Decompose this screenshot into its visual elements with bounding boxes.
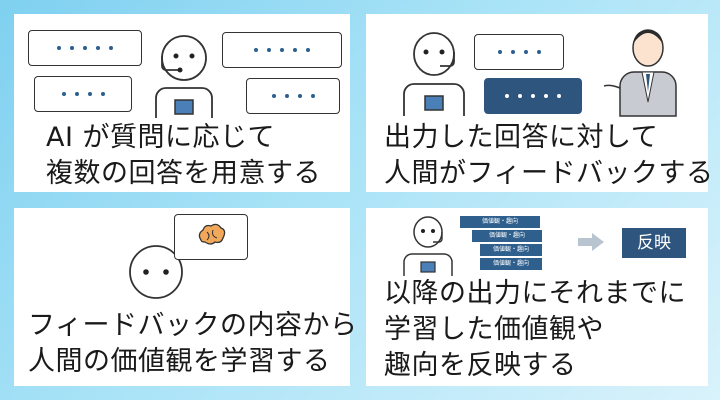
caption: フィードバックの内容から 人間の価値観を学習する — [28, 310, 358, 377]
speech-bubble — [34, 76, 132, 112]
thought-bubble — [174, 214, 248, 260]
caption: AI が質問に応じて 複数の回答を用意する — [46, 122, 321, 189]
robot-icon — [403, 216, 453, 276]
value-ribbon: 価値観・趣向 — [472, 230, 542, 242]
robot-head-icon — [129, 245, 183, 299]
reflect-badge: 反映 — [622, 228, 686, 258]
panel-human-feedback: 出力した回答に対して 人間がフィードバックする — [366, 14, 713, 192]
speech-bubble — [246, 78, 340, 114]
value-ribbon: 価値観・趣向 — [460, 216, 540, 228]
brain-icon — [198, 223, 226, 245]
selected-answer-bubble — [484, 78, 582, 114]
robot-icon — [155, 35, 213, 118]
businessman-icon — [603, 29, 677, 117]
robot-icon — [403, 32, 465, 116]
speech-bubble — [222, 32, 342, 68]
caption: 以降の出力にそれまでに 学習した価値観や 趣向を反映する — [384, 278, 686, 381]
speech-bubble — [474, 34, 564, 70]
panel-reflect-values: 価値観・趣向 価値観・趣向 価値観・趣向 価値観・趣向 反映 以降の出力にそれま… — [366, 208, 708, 386]
value-ribbon: 価値観・趣向 — [480, 258, 542, 270]
value-ribbon: 価値観・趣向 — [480, 244, 542, 256]
caption: 出力した回答に対して 人間がフィードバックする — [384, 122, 714, 189]
right-arrow-icon — [578, 233, 604, 251]
panel-ai-multiple-answers: AI が質問に応じて 複数の回答を用意する — [14, 14, 350, 192]
speech-bubble — [28, 30, 142, 66]
panel-learn-values: フィードバックの内容から 人間の価値観を学習する — [14, 208, 357, 386]
